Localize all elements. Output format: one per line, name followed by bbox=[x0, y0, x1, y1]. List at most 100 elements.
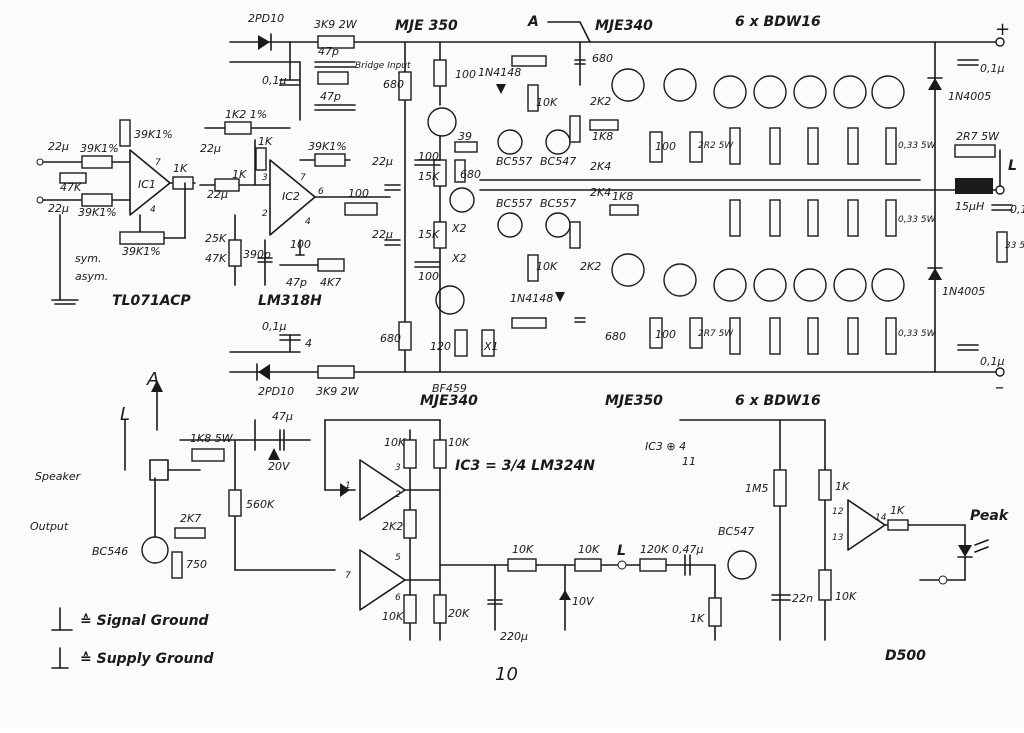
res-750-label: 750 bbox=[186, 558, 207, 571]
cap-22u-e-label: 22µ bbox=[372, 155, 393, 168]
diode-1n4148-a-label: 1N4148 bbox=[478, 66, 521, 79]
res-3k9-bottom-label: 3K9 2W bbox=[316, 385, 360, 398]
bc557-a-label: BC557 bbox=[496, 155, 532, 168]
bc547-b-label: BC557 bbox=[540, 197, 576, 210]
ic1-pin7-label: 7 bbox=[155, 158, 161, 168]
cap-100-c-label: 100 bbox=[418, 270, 439, 283]
res-1k-c-label: 1K bbox=[232, 168, 247, 181]
driver-bottom-mid-label: MJE350 bbox=[605, 393, 663, 409]
output-l-terminal bbox=[995, 185, 1005, 195]
res-100-out-a-label: 100 bbox=[655, 140, 676, 153]
cap-220u-label: 220µ bbox=[500, 630, 528, 643]
res-1k-ic1-label: 1K bbox=[173, 162, 188, 175]
ic1-pin4-label: 4 bbox=[150, 205, 156, 215]
protection-transistors bbox=[479, 41, 1001, 329]
res-033-b-label: 0,33 5W bbox=[898, 215, 937, 225]
legend-supply-ground: ≙ Supply Ground bbox=[80, 651, 214, 667]
res-39k-ic2-label: 39K1% bbox=[308, 140, 347, 153]
res-2r2-a-label: 2R2 5W bbox=[698, 141, 734, 151]
x2-a-label: X2 bbox=[451, 222, 467, 235]
res-1k-g-label: 1K bbox=[890, 504, 905, 517]
res-39-label: 39 bbox=[458, 130, 472, 143]
pot-25k-label: 25K bbox=[205, 232, 227, 245]
cap-390p-label: 390p bbox=[243, 248, 271, 261]
bc557-b-label: BC557 bbox=[496, 197, 532, 210]
ic2-label: IC2 bbox=[282, 190, 300, 203]
diode-1n4148-b-label: 1N4148 bbox=[510, 292, 553, 305]
res-20k-label: 20K bbox=[448, 607, 470, 620]
res-10k-h-label: 10K bbox=[835, 590, 857, 603]
stage-ic2 bbox=[199, 121, 391, 286]
output-stage bbox=[589, 41, 1013, 373]
cap-01-out-label: 0,1 bbox=[1010, 203, 1024, 216]
bridge-input-area bbox=[299, 61, 356, 121]
bottom-pin-4-label: 4 bbox=[305, 337, 312, 350]
res-033-a-label: 0,33 5W bbox=[898, 141, 937, 151]
res-15k-a-label: 15K bbox=[418, 170, 440, 183]
plus-terminal-label: + bbox=[995, 19, 1010, 40]
res-2r2-b-label: 2R7 5W bbox=[698, 329, 734, 339]
op-pin-12-label: 12 bbox=[832, 507, 844, 517]
lm318-label: LM318H bbox=[258, 293, 322, 309]
node-a-bottom-label: A bbox=[146, 369, 159, 390]
res-39k-1-label: 39K1% bbox=[134, 128, 173, 141]
res-3k9-top-label: 3K9 2W bbox=[314, 18, 358, 31]
op-pin-3-label: 3 bbox=[395, 463, 401, 473]
minus-terminal-label: – bbox=[995, 377, 1004, 398]
ic3-label: IC3 = 3/4 LM324N bbox=[455, 458, 595, 474]
peak-label: Peak bbox=[970, 508, 1010, 524]
res-2k4-b-label: 2K4 bbox=[590, 186, 611, 199]
res-560k-label: 560K bbox=[246, 498, 275, 511]
res-680-a-label: 680 bbox=[383, 78, 404, 91]
res-10k-a-label: 10K bbox=[536, 96, 558, 109]
res-39k-3-label: 39K1% bbox=[78, 206, 117, 219]
cap-100-b-label: 100 bbox=[418, 150, 439, 163]
input-cap-22u-b: 22µ bbox=[48, 202, 69, 215]
ic2-pin7-label: 7 bbox=[300, 173, 306, 183]
ic2-pin4-label: 4 bbox=[305, 217, 311, 227]
cap-bottom-left-label: 0,1µ bbox=[262, 320, 287, 333]
top-supply-rail bbox=[229, 33, 1001, 86]
node-l-label: L bbox=[120, 404, 130, 425]
plus-terminal bbox=[995, 37, 1005, 47]
driver-bottom-left-label: MJE340 bbox=[420, 393, 478, 409]
node-l2-label: L bbox=[617, 543, 626, 559]
res-1k8-5w-label: 1K8 5W bbox=[190, 432, 234, 445]
res-10k-f-label: 10K bbox=[512, 543, 534, 556]
res-2k2-c-label: 2K2 bbox=[382, 520, 403, 533]
res-10k-e-label: 10K bbox=[382, 610, 404, 623]
resistor-3k9-top bbox=[317, 35, 355, 49]
res-100-series-label: 100 bbox=[348, 187, 369, 200]
res-1k-f-label: 1K bbox=[835, 480, 850, 493]
driver-top-left-label: MJE 350 bbox=[395, 18, 458, 34]
diode-1n4005-b-label: 1N4005 bbox=[942, 285, 985, 298]
res-10k-c-label: 10K bbox=[384, 436, 406, 449]
res-680-b-label: 680 bbox=[460, 168, 481, 181]
signature: D500 bbox=[885, 648, 926, 664]
res-10k-d-label: 10K bbox=[448, 436, 470, 449]
cap-22u-d-label: 22µ bbox=[207, 188, 228, 201]
op-pin-1-label: 1 bbox=[345, 481, 351, 491]
output-l-label: L bbox=[1008, 158, 1017, 174]
op-amp-ic1 bbox=[129, 149, 171, 216]
transistor-bc546 bbox=[141, 536, 169, 564]
zener-top-label: 2PD10 bbox=[248, 12, 284, 25]
node-a-top-label: A bbox=[527, 14, 539, 30]
res-4k7-label: 4K7 bbox=[320, 276, 341, 289]
ic2-pin6-label: 6 bbox=[318, 187, 324, 197]
inductor-15uh bbox=[955, 178, 993, 194]
op-amp-ic3-a bbox=[359, 459, 406, 521]
res-10k-b-label: 10K bbox=[536, 260, 558, 273]
res-10k-g-label: 10K bbox=[578, 543, 600, 556]
op-pin-6-label: 6 bbox=[395, 593, 401, 603]
op-pin-13-label: 13 bbox=[832, 533, 844, 543]
ic2-pin2-label: 2 bbox=[262, 209, 268, 219]
cap-47p-b-label: 47p bbox=[320, 90, 341, 103]
res-680-d-label: 680 bbox=[605, 330, 626, 343]
transistor-mje340-driver bbox=[611, 68, 645, 102]
res-120k-label: 120K bbox=[640, 543, 669, 556]
zener-20v-label: 20V bbox=[268, 460, 291, 473]
input-stage-ic1 bbox=[36, 119, 196, 305]
diode-1n4005-a-label: 1N4005 bbox=[948, 90, 991, 103]
